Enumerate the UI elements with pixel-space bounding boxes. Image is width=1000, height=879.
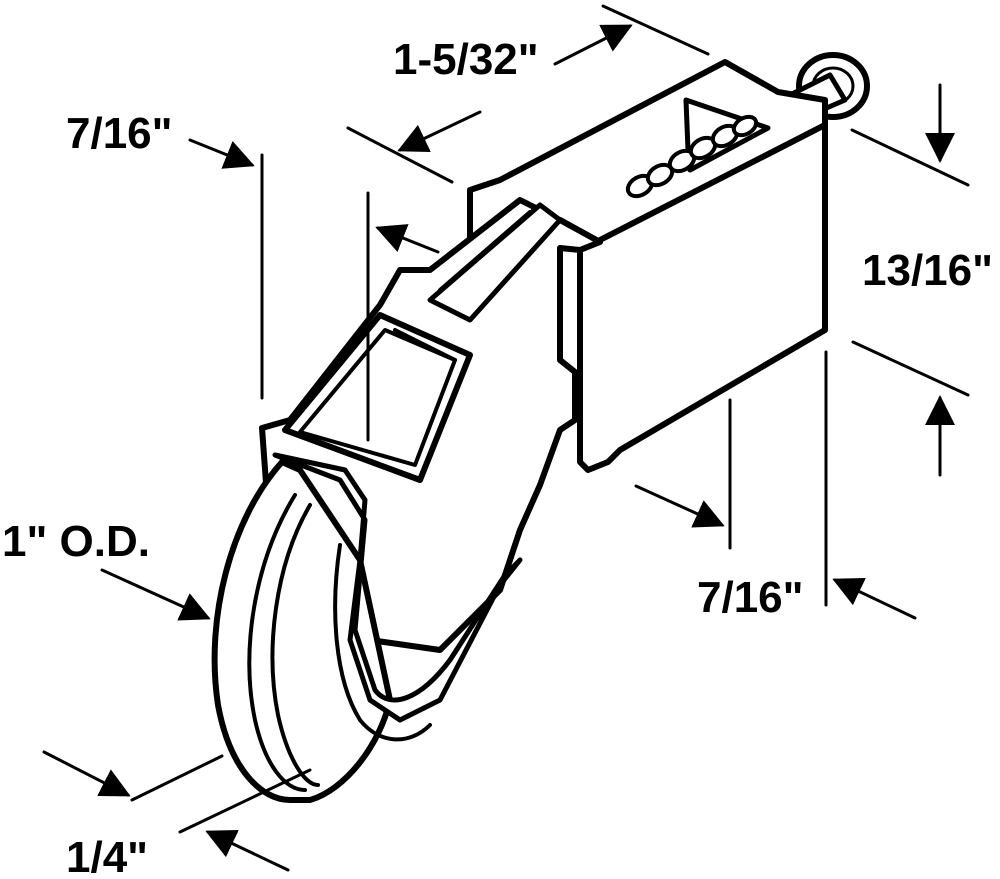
dimension-overall-length: 1-5/32" [346, 4, 710, 184]
roller-assembly [211, 52, 870, 803]
spring-icon [625, 114, 759, 199]
dim-label-bottom-width: 7/16" [697, 573, 804, 622]
dim-label-wheel-diameter: 1" O.D. [2, 517, 150, 566]
dim-label-top-width: 7/16" [66, 109, 173, 158]
fork-window [282, 312, 473, 483]
wheel [211, 452, 523, 803]
dimension-housing-height: 13/16" [850, 83, 993, 477]
dim-label-overall-length: 1-5/32" [393, 35, 539, 84]
dimension-wheel-thickness: 1/4" [42, 750, 312, 879]
dimension-bottom-width: 7/16" [634, 350, 917, 622]
dim-label-wheel-thickness: 1/4" [66, 833, 148, 879]
dimension-top-width: 7/16" [66, 109, 440, 442]
dimension-wheel-diameter: 1" O.D. [2, 517, 211, 621]
dim-label-housing-height: 13/16" [862, 246, 993, 295]
